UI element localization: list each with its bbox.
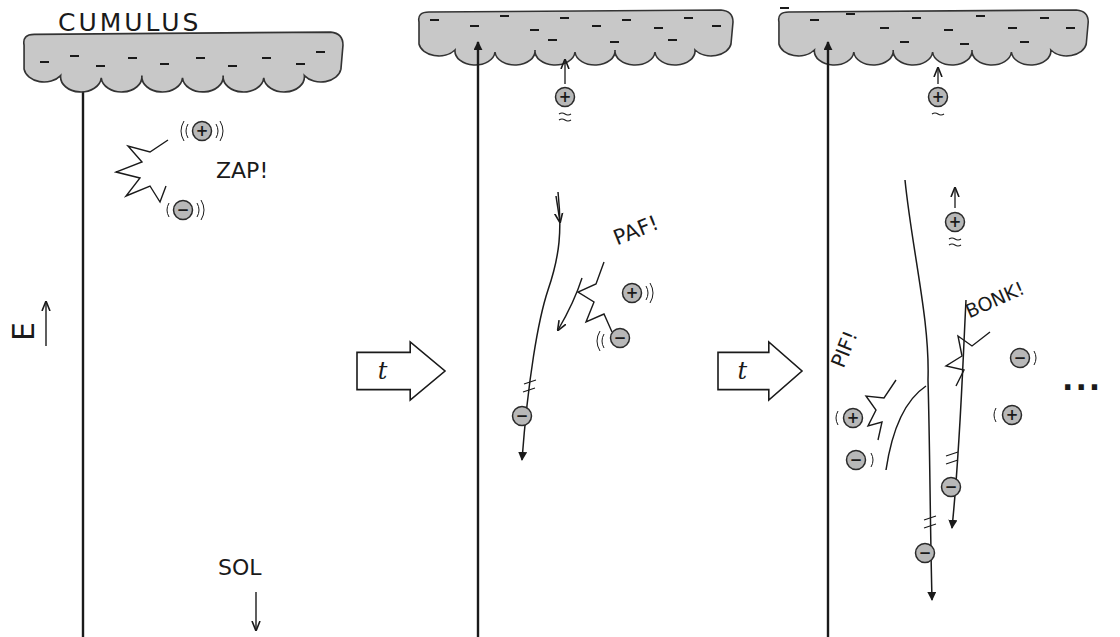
charge-sign: + — [621, 282, 643, 304]
sound-effect: PIF! — [826, 327, 862, 371]
field-arrow — [82, 76, 84, 637]
wiggle-mark — [932, 113, 944, 115]
electron-path — [556, 196, 560, 222]
sound-effect: BONK! — [962, 277, 1028, 322]
drift-arrow — [954, 188, 955, 208]
node-outline — [355, 340, 447, 402]
node-outline — [20, 30, 345, 80]
wiggle-mark — [949, 238, 961, 246]
positive-ion: + — [621, 282, 643, 304]
block-arrow-shape — [718, 342, 802, 400]
continuation-dots: ... — [1062, 362, 1102, 397]
field-arrow — [477, 42, 479, 637]
cloud-charge-marks — [40, 52, 325, 66]
charge-sign: − — [1009, 347, 1031, 369]
time-symbol: t — [355, 340, 410, 402]
vibration-arcs — [181, 121, 223, 141]
cloud-charge-marks — [780, 8, 1075, 44]
charge-sign: + — [554, 86, 576, 108]
node-outline — [716, 340, 804, 402]
charge-sign: − — [845, 449, 867, 471]
ground-arrow — [255, 592, 256, 630]
charge-sign: − — [172, 199, 194, 221]
electron: − — [1009, 347, 1031, 369]
charge-sign: + — [191, 120, 213, 142]
cloud-shape — [419, 10, 733, 65]
cloud-shape — [24, 32, 343, 92]
time-arrow: t — [716, 340, 804, 402]
electron: − — [940, 476, 962, 498]
charge-sign: + — [842, 407, 864, 429]
cloud-shape — [779, 10, 1089, 65]
positive-ion: + — [191, 120, 213, 142]
collision-burst — [116, 140, 168, 202]
field-arrow — [827, 42, 829, 637]
vibration-arcs — [597, 283, 653, 351]
charge-sign: + — [1001, 404, 1023, 426]
collision-burst — [946, 332, 990, 386]
vibration-arcs — [836, 351, 1036, 467]
time-symbol: t — [716, 340, 769, 402]
sound-effect: PAF! — [610, 211, 662, 251]
electron-path — [558, 278, 582, 330]
positive-ion: + — [927, 86, 949, 108]
electron: − — [172, 199, 194, 221]
time-arrow: t — [355, 340, 447, 402]
cloud-charge-marks — [430, 16, 721, 42]
ground-label: SOL — [218, 555, 262, 580]
positive-ion: + — [554, 86, 576, 108]
block-arrow-shape — [357, 342, 445, 400]
charge-sign: − — [940, 476, 962, 498]
drift-arrow — [937, 68, 938, 84]
charge-sign: + — [927, 86, 949, 108]
positive-ion: + — [842, 407, 864, 429]
charge-sign: − — [609, 327, 631, 349]
sound-effect: ZAP! — [216, 158, 268, 183]
vibration-arcs — [167, 200, 204, 220]
electron-path — [886, 386, 926, 470]
charge-sign: − — [914, 542, 936, 564]
collision-burst — [578, 262, 612, 332]
electron-path — [905, 180, 932, 600]
charge-sign: + — [944, 211, 966, 233]
vector-arrow — [45, 302, 46, 346]
electron: − — [914, 542, 936, 564]
positive-ion: + — [1001, 404, 1023, 426]
wiggle-mark — [559, 113, 571, 121]
motion-ticks — [523, 380, 536, 392]
positive-ion: + — [944, 211, 966, 233]
electron: − — [609, 327, 631, 349]
collision-burst — [866, 380, 896, 440]
electron: − — [845, 449, 867, 471]
electron: − — [511, 405, 533, 427]
charge-sign: − — [511, 405, 533, 427]
field-symbol: E — [6, 322, 41, 341]
drift-arrow — [564, 60, 565, 84]
cloud-box: CUMULUS — [20, 30, 345, 80]
cloud-name: CUMULUS — [58, 8, 201, 37]
